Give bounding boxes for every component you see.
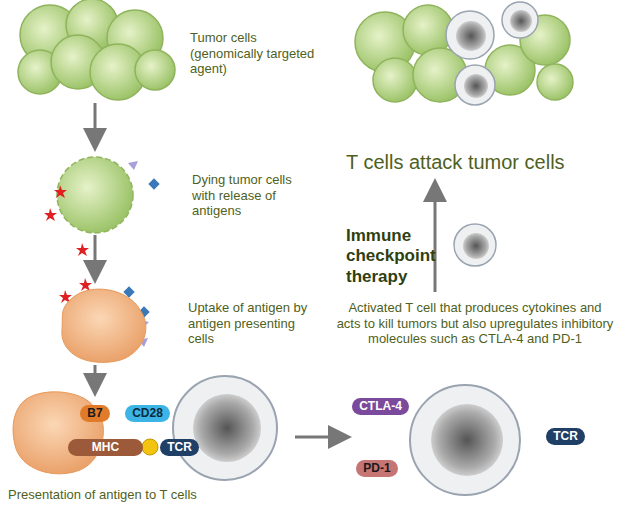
- checkpoint-pill: CTLA-4: [352, 398, 409, 415]
- node-text: TCR: [167, 440, 192, 454]
- result-label: T cells attack tumor cells: [346, 150, 616, 174]
- node-text: B7: [87, 406, 102, 420]
- node-text: CTLA-4: [359, 399, 402, 413]
- node-text: TCR: [553, 429, 578, 443]
- note-label: Activated T cell that produces cytokines…: [335, 300, 615, 347]
- receptor-pill: CD28: [125, 405, 170, 422]
- step-label: Uptake of antigen by antigen presenting …: [188, 300, 313, 347]
- step-label: Presentation of antigen to T cells: [8, 487, 338, 503]
- step-label: Tumor cells (genomically targeted agent): [190, 30, 320, 77]
- node-text: CD28: [132, 406, 163, 420]
- node-text: PD-1: [363, 461, 390, 475]
- therapy-label: Immune checkpoint therapy: [346, 226, 446, 287]
- ligand-pill: B7: [80, 405, 110, 422]
- node-text: MHC: [92, 440, 119, 454]
- receptor-pill: TCR: [546, 428, 585, 445]
- checkpoint-pill: PD-1: [356, 460, 398, 477]
- step-label: Dying tumor cells with release of antige…: [192, 172, 292, 219]
- mhc-pill: MHC: [68, 439, 143, 456]
- receptor-pill: TCR: [160, 439, 199, 456]
